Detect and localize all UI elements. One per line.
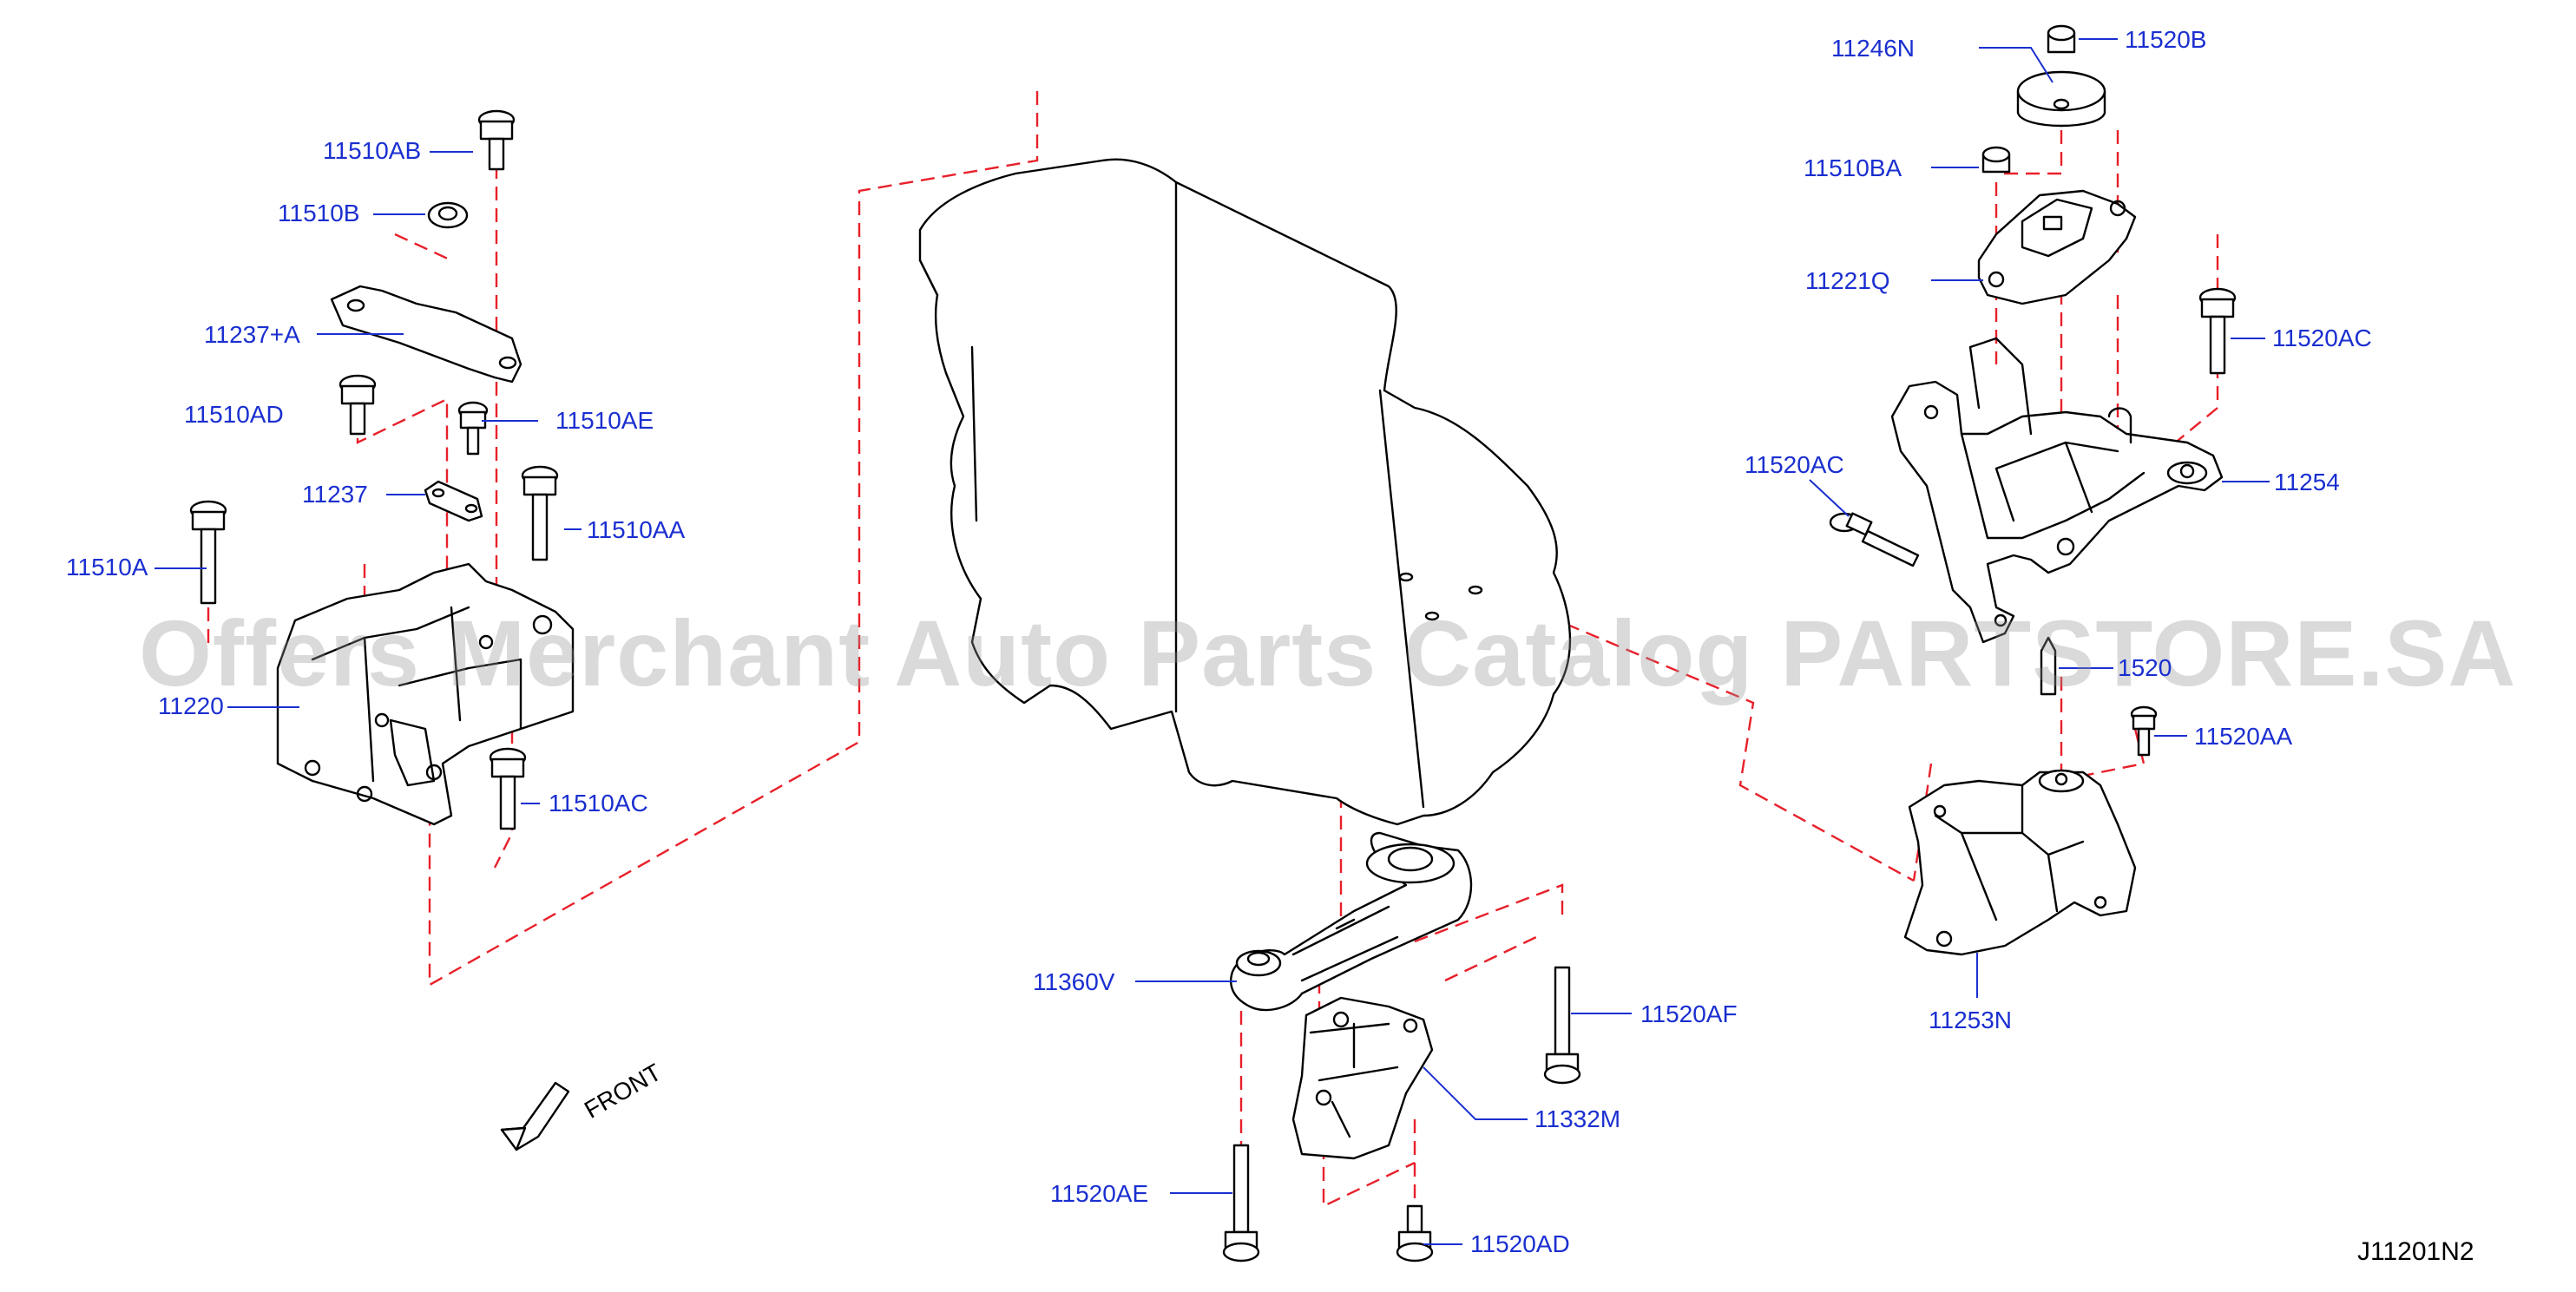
callout-11520AA: 11520AA bbox=[2194, 723, 2293, 750]
nut-11510B bbox=[427, 201, 469, 229]
callout-11237A: 11237+A bbox=[204, 321, 300, 348]
bolt-11510A bbox=[189, 500, 227, 605]
bracket-11332M bbox=[1291, 996, 1434, 1160]
bracket-11237A bbox=[330, 285, 522, 384]
bolt-11520AD bbox=[1396, 1204, 1434, 1262]
nut-11510BA bbox=[1981, 146, 2011, 174]
callout-11520B: 11520B bbox=[2125, 26, 2207, 53]
bolt-11510AD bbox=[338, 374, 377, 436]
nut-11520B bbox=[2047, 24, 2076, 54]
front-arrow-icon bbox=[500, 1081, 570, 1151]
callout-11510B: 11510B bbox=[278, 200, 360, 226]
torque-rod-11360V bbox=[1230, 831, 1473, 1012]
cap-11246N bbox=[2016, 70, 2106, 128]
bolt-11510AB bbox=[477, 109, 516, 171]
callout-11220: 11220 bbox=[158, 692, 224, 719]
engine-outline bbox=[918, 158, 1572, 826]
bracket-11253N bbox=[1903, 769, 2137, 956]
stud-11520 bbox=[2040, 636, 2057, 696]
callout-11510A: 11510A bbox=[66, 554, 148, 580]
callout-11510AA: 11510AA bbox=[587, 516, 686, 543]
bolt-11520AC-top bbox=[2198, 287, 2237, 375]
leader-lines bbox=[154, 38, 2270, 1245]
callout-11332M: 11332M bbox=[1534, 1105, 1621, 1132]
callout-11510AB: 11510AB bbox=[323, 137, 422, 164]
callout-11237: 11237 bbox=[302, 481, 368, 508]
bolt-11520AA bbox=[2130, 705, 2158, 757]
callout-11510AE: 11510AE bbox=[555, 407, 654, 434]
callout-11510AC: 11510AC bbox=[549, 790, 648, 817]
reference-code: J11201N2 bbox=[2357, 1237, 2474, 1266]
mount-11220 bbox=[276, 562, 575, 826]
insulator-11221Q bbox=[1977, 189, 2137, 305]
bolt-11520AC-left bbox=[1829, 512, 1920, 567]
callout-11520AE: 11520AE bbox=[1050, 1180, 1149, 1207]
bracket-11254 bbox=[1890, 337, 2224, 644]
bolt-11510AA bbox=[521, 465, 559, 561]
callout-11360V: 11360V bbox=[1033, 968, 1115, 995]
callout-11510BA: 11510BA bbox=[1804, 154, 1902, 181]
callout-11246N: 11246N bbox=[1831, 35, 1916, 62]
callout-11510AD: 11510AD bbox=[184, 401, 284, 428]
watermark: Offers Merchant Auto Parts Catalog PARTS… bbox=[139, 600, 2517, 705]
bolt-11510AE bbox=[457, 401, 489, 456]
callout-11520AC-top: 11520AC bbox=[2272, 325, 2372, 351]
callout-11520: 1520 bbox=[2118, 654, 2172, 681]
callout-11520AF: 11520AF bbox=[1640, 1000, 1738, 1027]
plate-11237 bbox=[424, 480, 483, 522]
bolt-11520AE bbox=[1222, 1144, 1260, 1262]
bolt-11520AF bbox=[1543, 966, 1581, 1085]
callout-11221Q: 11221Q bbox=[1805, 267, 1890, 294]
callout-11520AC-left: 11520AC bbox=[1745, 451, 1844, 478]
callout-11520AD: 11520AD bbox=[1470, 1230, 1570, 1257]
callout-11253N: 11253N bbox=[1929, 1007, 2013, 1033]
bolt-11510AC bbox=[489, 747, 527, 830]
callout-11254: 11254 bbox=[2274, 469, 2340, 495]
